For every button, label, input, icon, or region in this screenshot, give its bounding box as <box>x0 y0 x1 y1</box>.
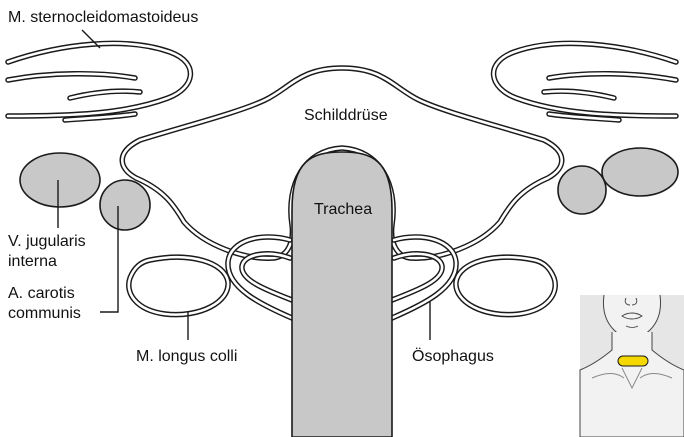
trachea <box>292 152 392 437</box>
left-carotid-artery <box>100 180 150 230</box>
neck-orientation-inset <box>580 295 684 437</box>
right-jugular-vein <box>602 148 678 196</box>
left-fascia-layers <box>228 237 292 318</box>
label-carotis-line1: A. carotis <box>8 285 75 302</box>
label-oesophagus: Ösophagus <box>412 347 494 365</box>
left-longus-colli-muscle <box>129 257 228 314</box>
label-trachea: Trachea <box>314 201 372 218</box>
right-carotid-artery <box>558 166 606 214</box>
label-carotis-line2: communis <box>8 305 81 322</box>
inset-section-highlight <box>618 356 648 366</box>
label-jugularis-line1: V. jugularis <box>8 233 86 250</box>
right-sternocleidomastoid-muscle <box>494 43 676 120</box>
label-longus-colli: M. longus colli <box>136 348 237 365</box>
right-fascia-layers <box>392 237 456 318</box>
left-jugular-vein <box>20 153 100 207</box>
label-sternocleidomastoideus: M. sternocleidomastoideus <box>8 9 198 26</box>
right-longus-colli-muscle <box>456 257 555 314</box>
label-jugularis-line2: interna <box>8 253 57 270</box>
left-sternocleidomastoid-muscle <box>8 43 190 120</box>
label-schilddruese: Schilddrüse <box>304 107 388 124</box>
